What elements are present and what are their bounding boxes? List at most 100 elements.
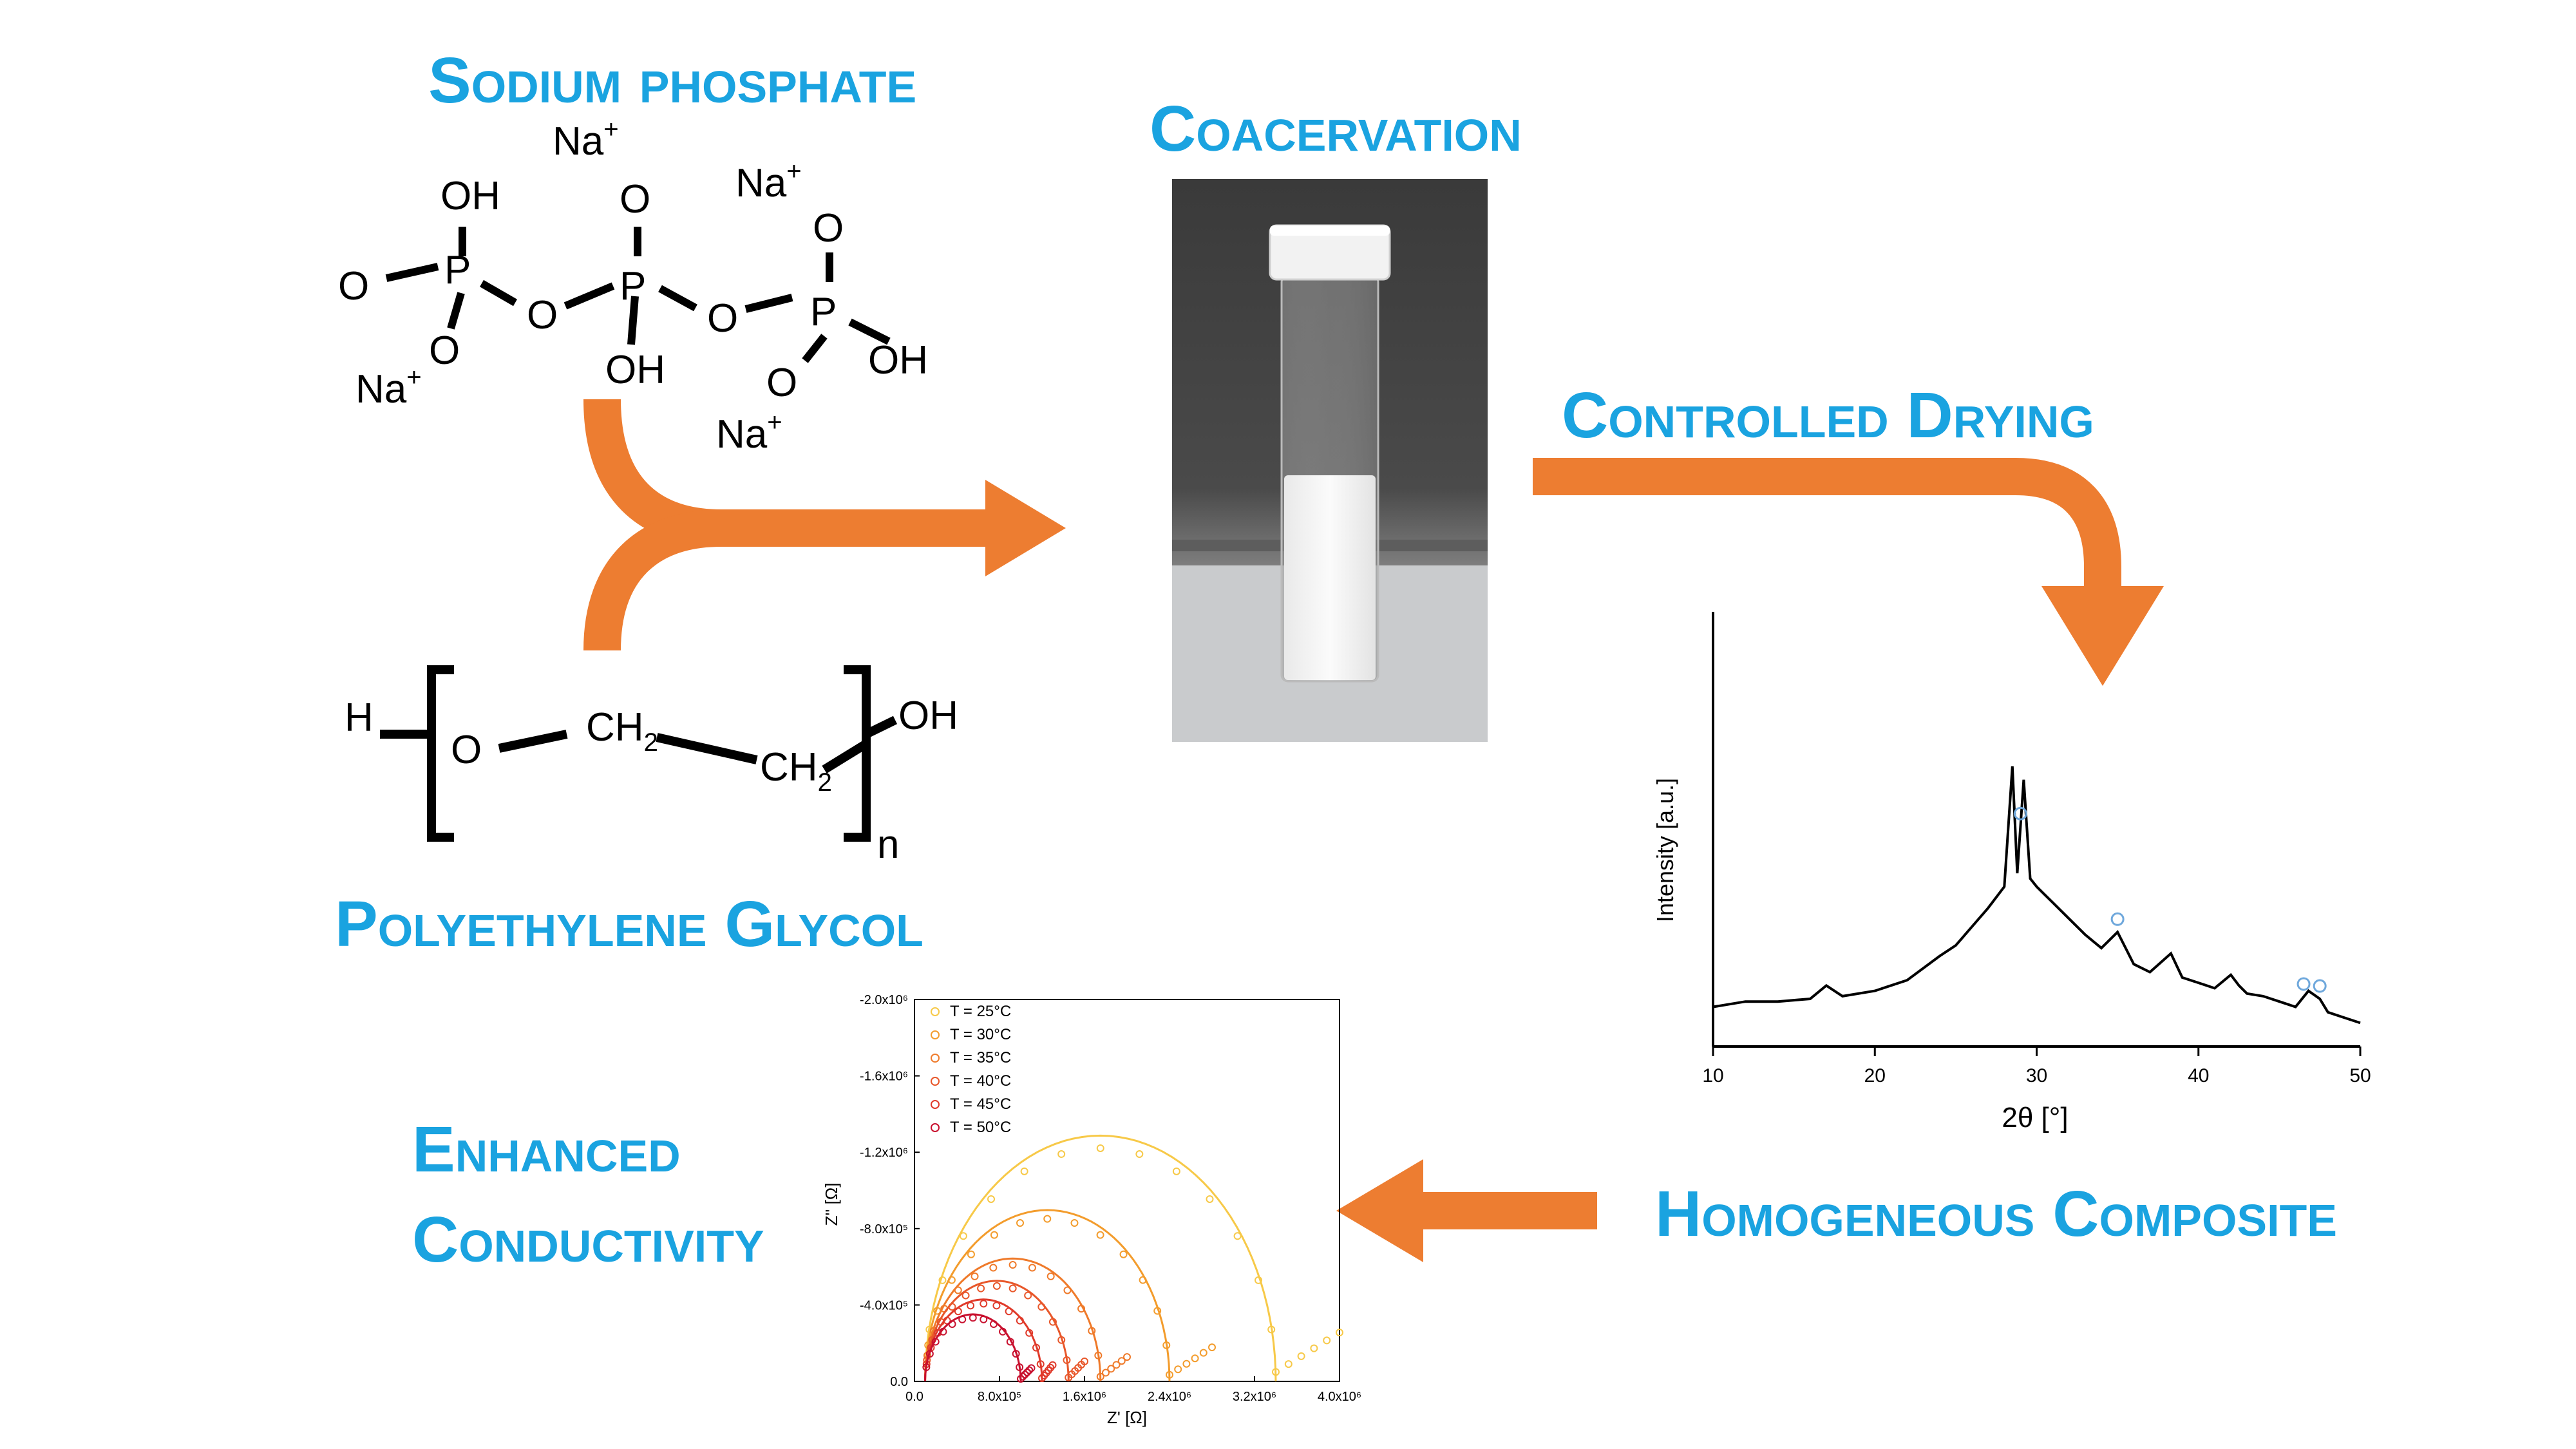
eis-legend-label: T = 50°C <box>950 1119 1011 1136</box>
eis-data-point <box>1063 1356 1071 1365</box>
eis-tail-point <box>1182 1359 1191 1368</box>
xrd-xtick-label: 30 <box>2026 1065 2047 1086</box>
eis-plot-frame <box>914 999 1340 1382</box>
peg-n: n <box>877 822 899 867</box>
peg-oh: OH <box>898 694 958 738</box>
eis-data-point <box>1009 1260 1017 1269</box>
eis-data-point <box>992 1302 1001 1310</box>
drying-arrow-head <box>2041 586 2164 686</box>
eis-tail-point <box>1048 1361 1057 1369</box>
eis-data-point <box>1037 1303 1046 1311</box>
merge-arrow-top-branch <box>583 399 992 547</box>
xrd-peak-marker <box>2297 977 2311 991</box>
eis-legend-marker <box>931 1030 940 1039</box>
eis-data-point <box>980 1300 988 1308</box>
sodium-phosphate-title: Sodium phosphate <box>428 44 917 117</box>
eis-tail-point <box>1323 1336 1331 1345</box>
eis-xtick-label: 4.0x10⁶ <box>1318 1390 1361 1404</box>
eis-nyquist-chart: Z'' [Ω] 0.0 8.0x10⁵ 1.6x10⁶ 2.4x10⁶ 3.2x10⁶ 4… <box>822 993 1361 1427</box>
eis-data-point <box>922 1363 931 1372</box>
eis-tail-point <box>1284 1360 1293 1368</box>
eis-data-point <box>967 1302 975 1310</box>
eis-data-point <box>969 1314 977 1322</box>
phosphate-o-p3-top: O <box>813 206 844 251</box>
eis-fit-curve <box>924 1209 1171 1382</box>
eis-data-point <box>1036 1360 1045 1368</box>
eis-xlabel: Z' [Ω] <box>1107 1408 1147 1427</box>
eis-legend-marker <box>931 1007 940 1016</box>
eis-data-point <box>1016 1219 1025 1227</box>
eis-data-point <box>999 1327 1007 1336</box>
eis-legend-label: T = 45°C <box>950 1095 1011 1113</box>
eis-data-point <box>1096 1144 1104 1152</box>
eis-tail-point <box>1096 1372 1104 1381</box>
eis-data-point <box>1032 1343 1041 1352</box>
eis-data-point <box>1025 1329 1034 1337</box>
eis-tail-point <box>1112 1361 1121 1369</box>
eis-legend-marker <box>931 1077 940 1086</box>
eis-data-point <box>948 1320 956 1329</box>
eis-tail-point <box>1310 1344 1318 1352</box>
eis-data-point <box>1096 1231 1104 1239</box>
eis-tail-point <box>1199 1349 1208 1357</box>
xrd-peak-marker <box>2013 806 2027 820</box>
phosphate-o-left: O <box>338 264 369 308</box>
eis-xtick-label: 3.2x10⁶ <box>1233 1390 1276 1404</box>
eis-data-point <box>1139 1276 1147 1284</box>
eis-data-point <box>1024 1291 1032 1300</box>
eis-data-point <box>1119 1250 1128 1258</box>
peg-h: H <box>345 696 374 740</box>
eis-data-point <box>1048 1318 1057 1326</box>
eis-tail-point <box>1272 1368 1280 1376</box>
peg-o: O <box>451 728 482 772</box>
peg-ch2-a: CH2 <box>586 705 658 757</box>
eis-xtick-label: 0.0 <box>905 1390 923 1404</box>
xrd-xlabel: 2θ [°] <box>2002 1102 2068 1133</box>
coacervation-vial-photo <box>1172 179 1488 742</box>
eis-data-point <box>954 1307 962 1316</box>
eis-ytick-label: -1.2x10⁶ <box>860 1146 908 1160</box>
eis-data-point <box>1009 1284 1017 1293</box>
eis-xtick-label: 1.6x10⁶ <box>1063 1390 1106 1404</box>
eis-data-point <box>938 1276 947 1284</box>
eis-tail-point <box>1208 1343 1216 1352</box>
eis-data-point <box>990 1231 998 1239</box>
eis-tail-point <box>1027 1364 1036 1372</box>
eis-data-point <box>1172 1167 1180 1175</box>
eis-data-point <box>1162 1341 1171 1349</box>
eis-data-point <box>1028 1264 1036 1272</box>
polyethylene-glycol-title: Polyethylene Glycol <box>335 888 923 960</box>
eis-data-point <box>947 1276 956 1284</box>
eis-data-point <box>931 1338 940 1346</box>
eis-data-point <box>1070 1219 1079 1227</box>
eis-data-point <box>1016 1316 1024 1325</box>
phosphate-o-p1-bottom: O <box>429 328 460 373</box>
xrd-pattern-line <box>1712 766 2361 1025</box>
phosphate-oh-p3: OH <box>868 338 928 383</box>
xrd-peak-marker <box>2110 912 2125 926</box>
eis-fit-curve <box>924 1257 1102 1382</box>
eis-data-point <box>1088 1327 1096 1335</box>
eis-ylabel: Z'' [Ω] <box>822 1183 841 1226</box>
eis-data-point <box>1153 1307 1162 1315</box>
eis-tail-point <box>1023 1368 1031 1376</box>
eis-xtick-label: 8.0x10⁵ <box>978 1390 1021 1404</box>
eis-data-point <box>989 1264 998 1272</box>
eis-ytick-label: 0.0 <box>890 1375 908 1389</box>
eis-tail-point <box>1123 1353 1131 1361</box>
eis-data-point <box>1016 1363 1024 1372</box>
eis-data-point <box>958 1315 967 1323</box>
eis-ytick-label: -1.6x10⁶ <box>860 1070 908 1084</box>
eis-tail-point <box>1107 1365 1115 1373</box>
eis-tail-point <box>1297 1352 1305 1360</box>
phosphate-o-bridge2: O <box>707 296 738 341</box>
eis-tail-point <box>1117 1357 1126 1365</box>
eis-data-point <box>1206 1195 1214 1203</box>
eis-legend-marker <box>931 1054 940 1063</box>
eis-data-point <box>1046 1272 1055 1280</box>
eis-xtick-label: 2.4x10⁶ <box>1148 1390 1191 1404</box>
eis-ytick-label: -4.0x10⁵ <box>860 1298 908 1312</box>
sodium-ion-left: Na+ <box>355 363 422 412</box>
eis-tail-point <box>1019 1372 1027 1381</box>
